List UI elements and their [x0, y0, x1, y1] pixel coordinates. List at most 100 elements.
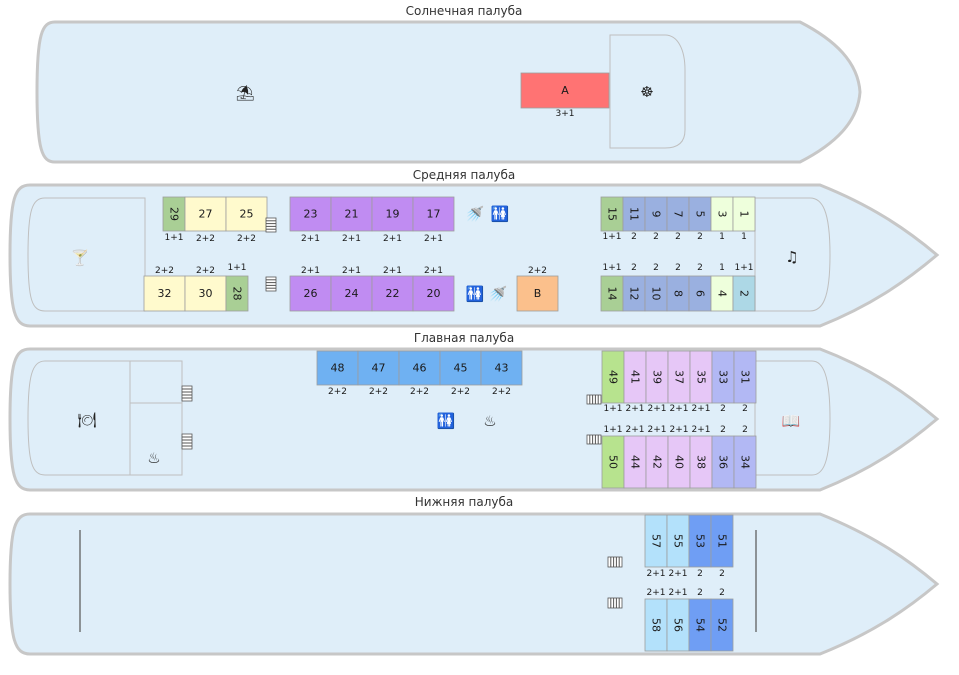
cabin-beds: 2 [720, 404, 726, 414]
cabin-44[interactable]: 442+1 [623, 425, 647, 489]
cabin-box[interactable] [688, 514, 712, 568]
cabin-box[interactable] [143, 275, 186, 312]
stairs-icon [181, 433, 193, 450]
cabin-box[interactable] [623, 350, 647, 404]
cabin-box[interactable] [710, 196, 734, 232]
cabin-box[interactable] [480, 350, 523, 386]
cabin-beds: 2+1 [383, 266, 402, 276]
cabin-beds: 2+2 [410, 387, 429, 397]
cabin-box[interactable] [666, 196, 690, 232]
cabin-box[interactable] [184, 275, 227, 312]
cabin-box[interactable] [644, 598, 668, 652]
cabin-box[interactable] [688, 598, 712, 652]
cabin-box[interactable] [516, 275, 559, 312]
cabin-beds: 2+1 [383, 234, 402, 244]
bar-area [27, 197, 146, 312]
cabin-box[interactable] [732, 275, 756, 312]
cabin-43[interactable]: 432+2 [480, 350, 523, 397]
cabin-box[interactable] [644, 275, 668, 312]
cabin-box[interactable] [623, 435, 647, 489]
cabin-box[interactable] [330, 196, 373, 232]
cabin-56[interactable]: 562+1 [666, 588, 690, 652]
deck-title-lower: Нижняя палуба [415, 495, 513, 509]
cabin-box[interactable] [289, 275, 332, 312]
cabin-box[interactable] [666, 514, 690, 568]
cabin-box[interactable] [711, 350, 735, 404]
cabin-beds: 2+1 [342, 234, 361, 244]
cabin-box[interactable] [371, 196, 414, 232]
cabin-box[interactable] [225, 196, 268, 232]
cabin-box[interactable] [733, 350, 757, 404]
cabin-28[interactable]: 281+1 [225, 263, 249, 312]
cabin-box[interactable] [688, 196, 712, 232]
cabin-box[interactable] [689, 435, 713, 489]
cabin-3[interactable]: 31 [710, 196, 734, 242]
cabin-beds: 2+1 [648, 425, 667, 435]
cabin-box[interactable] [520, 72, 610, 109]
cabin-37[interactable]: 372+1 [667, 350, 691, 414]
cabin-50[interactable]: 501+1 [601, 425, 625, 489]
cabin-57[interactable]: 572+1 [644, 514, 668, 579]
restaurant-area [27, 360, 131, 476]
cabin-box[interactable] [600, 275, 624, 312]
cabin-box[interactable] [733, 435, 757, 489]
cabin-box[interactable] [330, 275, 373, 312]
cabin-beds: 1+1 [228, 263, 247, 273]
cabin-box[interactable] [711, 435, 735, 489]
cabin-box[interactable] [710, 514, 734, 568]
cabin-box[interactable] [316, 350, 359, 386]
cabin-box[interactable] [601, 435, 625, 489]
cabin-box[interactable] [398, 350, 441, 386]
cabin-box[interactable] [710, 598, 734, 652]
cabin-58[interactable]: 582+1 [644, 588, 668, 652]
cabin-42[interactable]: 422+1 [645, 425, 669, 489]
cabin-beds: 2+2 [155, 266, 174, 276]
cabin-55[interactable]: 552+1 [666, 514, 690, 579]
cabin-49[interactable]: 491+1 [601, 350, 625, 414]
cabin-box[interactable] [600, 196, 624, 232]
cabin-box[interactable] [645, 350, 669, 404]
cabin-box[interactable] [601, 350, 625, 404]
cabin-box[interactable] [412, 196, 455, 232]
cabin-box[interactable] [371, 275, 414, 312]
stairs-icon [607, 556, 623, 568]
cabin-39[interactable]: 392+1 [645, 350, 669, 414]
cabin-2[interactable]: 21+1 [732, 263, 756, 312]
cabin-box[interactable] [225, 275, 249, 312]
cabin-beds: 2+1 [692, 404, 711, 414]
cabin-box[interactable] [644, 514, 668, 568]
cabin-box[interactable] [644, 196, 668, 232]
cabin-35[interactable]: 352+1 [689, 350, 713, 414]
cabin-box[interactable] [622, 196, 646, 232]
cabin-40[interactable]: 402+1 [667, 425, 691, 489]
cabin-box[interactable] [666, 275, 690, 312]
cabin-14[interactable]: 141+1 [600, 263, 624, 312]
cabin-29[interactable]: 291+1 [162, 196, 186, 243]
cabin-box[interactable] [162, 196, 186, 232]
cabin-box[interactable] [710, 275, 734, 312]
cabin-box[interactable] [732, 196, 756, 232]
cabin-box[interactable] [688, 275, 712, 312]
cabin-box[interactable] [667, 435, 691, 489]
cabin-box[interactable] [439, 350, 482, 386]
cabin-beds: 2 [697, 588, 703, 598]
cabin-box[interactable] [412, 275, 455, 312]
cabin-box[interactable] [289, 196, 332, 232]
cabin-box[interactable] [666, 598, 690, 652]
cabin-box[interactable] [667, 350, 691, 404]
cabin-beds: 2+1 [692, 425, 711, 435]
cabin-box[interactable] [645, 435, 669, 489]
cabin-beds: 2+1 [301, 266, 320, 276]
cabin-box[interactable] [357, 350, 400, 386]
cabin-22[interactable]: 222+1 [371, 266, 414, 312]
stairs-icon [607, 597, 623, 609]
cabin-38[interactable]: 382+1 [689, 425, 713, 489]
cabin-box[interactable] [622, 275, 646, 312]
stairs-icon [586, 434, 602, 445]
cabin-15[interactable]: 151+1 [600, 196, 624, 242]
cabin-25[interactable]: 252+2 [225, 196, 268, 244]
cabin-box[interactable] [184, 196, 227, 232]
cabin-box[interactable] [689, 350, 713, 404]
cabin-41[interactable]: 412+1 [623, 350, 647, 414]
cabin-beds: 2+1 [424, 266, 443, 276]
